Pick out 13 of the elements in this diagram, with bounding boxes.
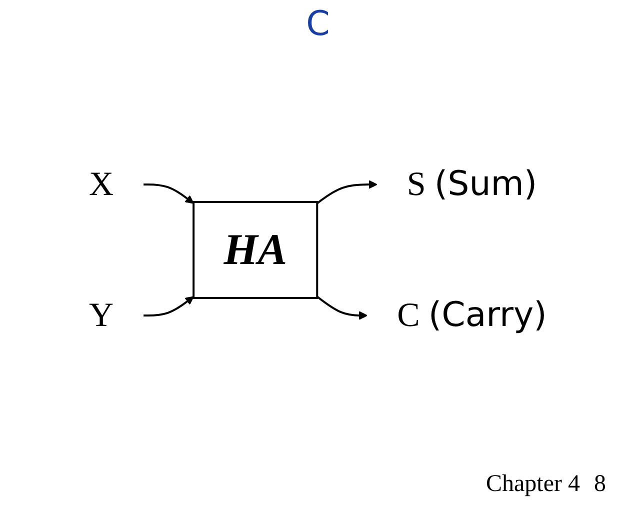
arrow (144, 296, 194, 316)
arrow (316, 180, 378, 204)
handwritten-note: C (306, 4, 330, 44)
arrow (316, 296, 368, 320)
node-text: Y (89, 297, 114, 334)
page-number: 8 (594, 471, 606, 497)
arrow (144, 184, 194, 204)
node-text: S (406, 166, 426, 203)
node-label: (Carry) (428, 295, 547, 335)
node-text: X (89, 166, 114, 203)
node-text: C (397, 297, 420, 334)
node-label: (Sum) (434, 164, 538, 204)
chapter-label: Chapter 4 (486, 471, 580, 497)
